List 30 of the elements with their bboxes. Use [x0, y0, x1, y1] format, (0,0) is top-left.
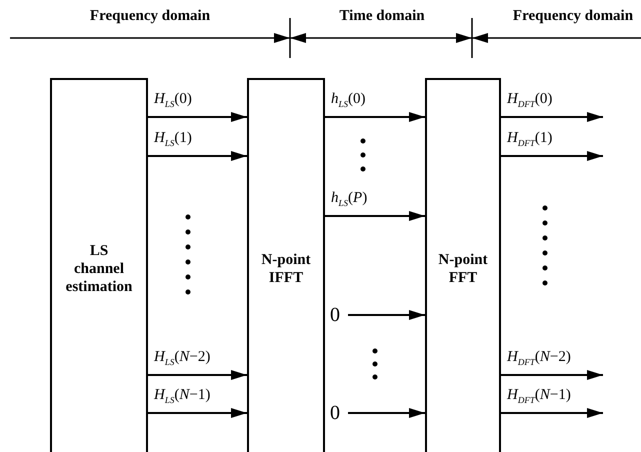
edge-label: H$_{LS}$(1)	[154, 129, 192, 150]
domain-label: Time domain	[339, 8, 425, 25]
edge-label: H$_{DFT}$(0)	[507, 90, 552, 111]
edge-label: H$_{LS}$(0)	[154, 90, 192, 111]
domain-label: Frequency domain	[90, 8, 210, 25]
arrow	[501, 370, 603, 380]
edge-label: h$_{LS}$(P)	[331, 189, 368, 210]
process-box: N-point IFFT	[247, 78, 325, 452]
arrow	[148, 408, 247, 418]
arrow	[501, 112, 603, 122]
arrow	[501, 151, 603, 161]
domain-label: Frequency domain	[512, 8, 634, 25]
zero-value: 0	[330, 305, 340, 325]
process-box: LS channel estimation	[50, 78, 148, 452]
process-box: N-point FFT	[425, 78, 501, 452]
arrow	[148, 112, 247, 122]
arrow	[148, 151, 247, 161]
edge-label: h$_{LS}$(0)	[331, 90, 366, 111]
arrow	[348, 310, 425, 320]
edge-label: H$_{DFT}$(N−1)	[507, 386, 571, 407]
arrow	[348, 408, 425, 418]
arrow	[501, 408, 603, 418]
edge-label: H$_{DFT}$(N−2)	[507, 348, 571, 369]
arrow	[325, 211, 425, 221]
edge-label: H$_{LS}$(N−2)	[154, 348, 210, 369]
edge-label: H$_{DFT}$(1)	[507, 129, 552, 150]
arrow	[325, 112, 425, 122]
arrow	[148, 370, 247, 380]
edge-label: H$_{LS}$(N−1)	[154, 386, 210, 407]
zero-value: 0	[330, 403, 340, 423]
